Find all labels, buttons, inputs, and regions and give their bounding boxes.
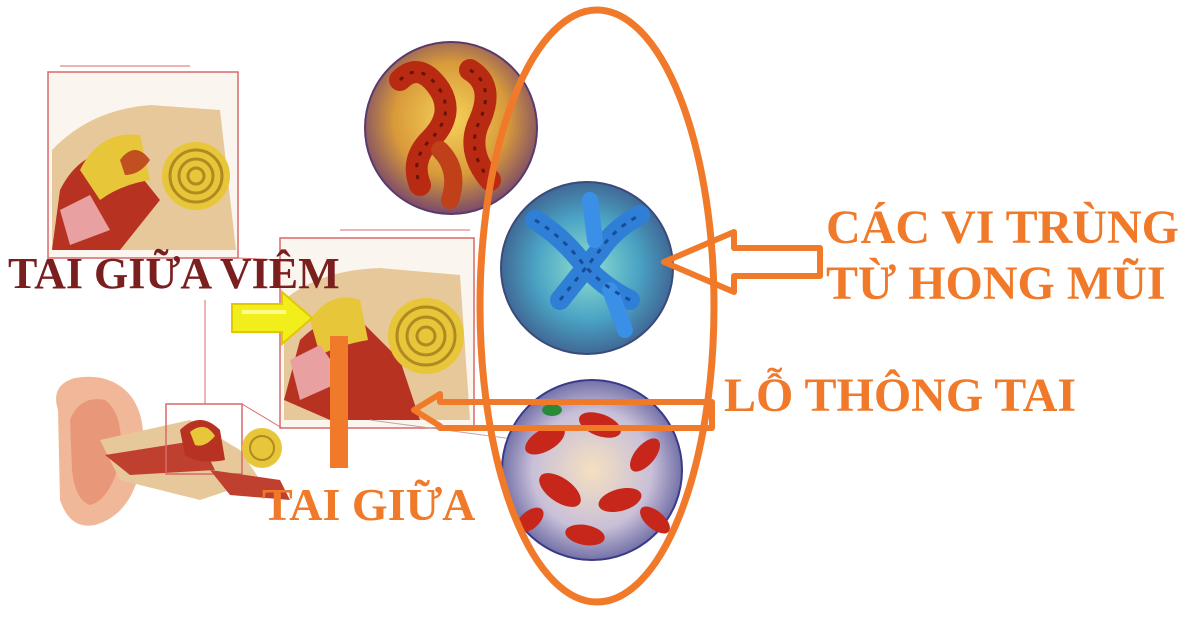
label-tai-giua: TAI GIỮA <box>262 479 476 530</box>
ear-panel-bottom <box>56 376 290 526</box>
blood-cells-icon <box>501 379 683 561</box>
orange-annotations <box>330 6 823 606</box>
connector-lines <box>204 257 283 429</box>
yellow-arrow-icon <box>231 289 314 347</box>
label-tu-hong-mui: TỪ HONG MŨI <box>826 257 1166 310</box>
virus-icon <box>500 181 674 355</box>
label-lo-thong-tai: LỖ THÔNG TAI <box>724 369 1077 422</box>
bacteria-icon <box>364 41 538 215</box>
label-tai-giua-viem: TAI GIỮA VIÊM <box>8 249 340 298</box>
ear-panel-top <box>47 65 239 259</box>
label-cac-vi-trung: CÁC VI TRÙNG <box>826 201 1179 254</box>
